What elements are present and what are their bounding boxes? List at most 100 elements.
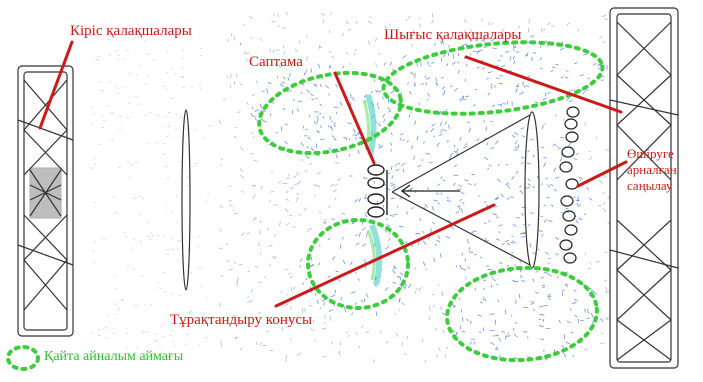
velocity-vector (416, 288, 419, 289)
velocity-vector (460, 137, 461, 141)
velocity-vector (411, 145, 412, 149)
velocity-vector (541, 277, 544, 279)
velocity-vector (368, 21, 372, 23)
velocity-vector (408, 82, 409, 84)
velocity-vector (109, 81, 112, 82)
velocity-vector (358, 345, 360, 348)
velocity-vector (560, 48, 564, 50)
velocity-vector (522, 236, 525, 237)
velocity-vector (587, 187, 589, 190)
velocity-vector (543, 29, 546, 30)
velocity-vector (495, 140, 498, 144)
inlet-swirler (18, 66, 73, 336)
velocity-vector (425, 76, 426, 78)
velocity-vector (513, 224, 517, 226)
velocity-vector (290, 306, 291, 309)
velocity-vector (365, 331, 369, 333)
nozzle (368, 165, 460, 217)
velocity-vector (487, 142, 488, 145)
velocity-vector (167, 178, 170, 179)
velocity-vector (393, 186, 396, 190)
velocity-vector (423, 241, 426, 245)
velocity-vector (471, 174, 475, 175)
velocity-vector (392, 175, 394, 178)
stabilizing-cone (392, 112, 539, 268)
velocity-vector (540, 314, 545, 315)
velocity-vector (297, 109, 299, 112)
velocity-vector (465, 276, 466, 279)
velocity-vector (356, 243, 359, 245)
velocity-vector (332, 341, 333, 344)
velocity-vector (336, 84, 338, 87)
velocity-vector (521, 233, 525, 234)
velocity-vector (432, 206, 433, 210)
velocity-vector (229, 269, 233, 271)
velocity-vector (320, 104, 322, 106)
velocity-vector (603, 203, 605, 205)
velocity-vector (482, 67, 485, 69)
velocity-vector (251, 113, 253, 117)
velocity-vector (411, 72, 414, 75)
velocity-vector (290, 187, 294, 189)
velocity-vector (561, 213, 563, 214)
velocity-vector (199, 286, 202, 287)
velocity-vector (276, 132, 278, 133)
velocity-vector (406, 19, 407, 21)
velocity-vector (119, 116, 122, 117)
velocity-vector (454, 88, 457, 91)
velocity-vector (474, 254, 476, 255)
velocity-vector (577, 153, 579, 155)
velocity-vector (141, 333, 144, 334)
velocity-vector (492, 105, 495, 106)
velocity-vector (516, 218, 520, 219)
velocity-vector (438, 203, 440, 204)
velocity-vector (341, 297, 342, 301)
velocity-vector (423, 142, 425, 144)
velocity-vector (171, 330, 174, 331)
velocity-vector (331, 12, 332, 15)
velocity-vector (408, 190, 412, 191)
velocity-vector (426, 153, 430, 154)
velocity-vector (394, 314, 395, 316)
velocity-vector (495, 85, 496, 88)
velocity-vector (498, 60, 500, 61)
velocity-vector (179, 161, 182, 162)
velocity-vector (344, 306, 345, 310)
velocity-vector (278, 25, 279, 27)
velocity-vector (339, 280, 340, 282)
velocity-vector (498, 300, 499, 302)
velocity-vector (255, 266, 259, 267)
velocity-vector (346, 21, 349, 24)
velocity-vector (515, 264, 516, 266)
velocity-vector (441, 176, 442, 179)
velocity-vector (385, 287, 388, 290)
velocity-vector (470, 54, 471, 56)
velocity-vector (456, 266, 457, 268)
velocity-vector (234, 262, 236, 264)
velocity-vector (569, 143, 571, 146)
velocity-vector (220, 205, 224, 208)
velocity-vector (562, 345, 564, 348)
velocity-vector (563, 118, 564, 121)
velocity-vector (356, 137, 357, 140)
velocity-vector (361, 300, 363, 302)
velocity-vector (402, 342, 403, 346)
velocity-vector (431, 124, 435, 127)
velocity-vector (101, 116, 104, 117)
velocity-vector (176, 196, 179, 197)
velocity-vector (332, 121, 333, 123)
velocity-vector (584, 122, 586, 125)
velocity-vector (493, 279, 496, 281)
velocity-vector (105, 338, 108, 339)
velocity-vector (602, 192, 604, 194)
velocity-vector (290, 275, 292, 278)
velocity-vector (431, 63, 434, 64)
velocity-vector (117, 55, 120, 56)
velocity-vector (469, 252, 473, 253)
velocity-vector (293, 227, 296, 228)
velocity-vector (220, 303, 221, 307)
velocity-vector (127, 162, 130, 163)
velocity-vector (167, 136, 170, 137)
velocity-vector (462, 268, 466, 270)
